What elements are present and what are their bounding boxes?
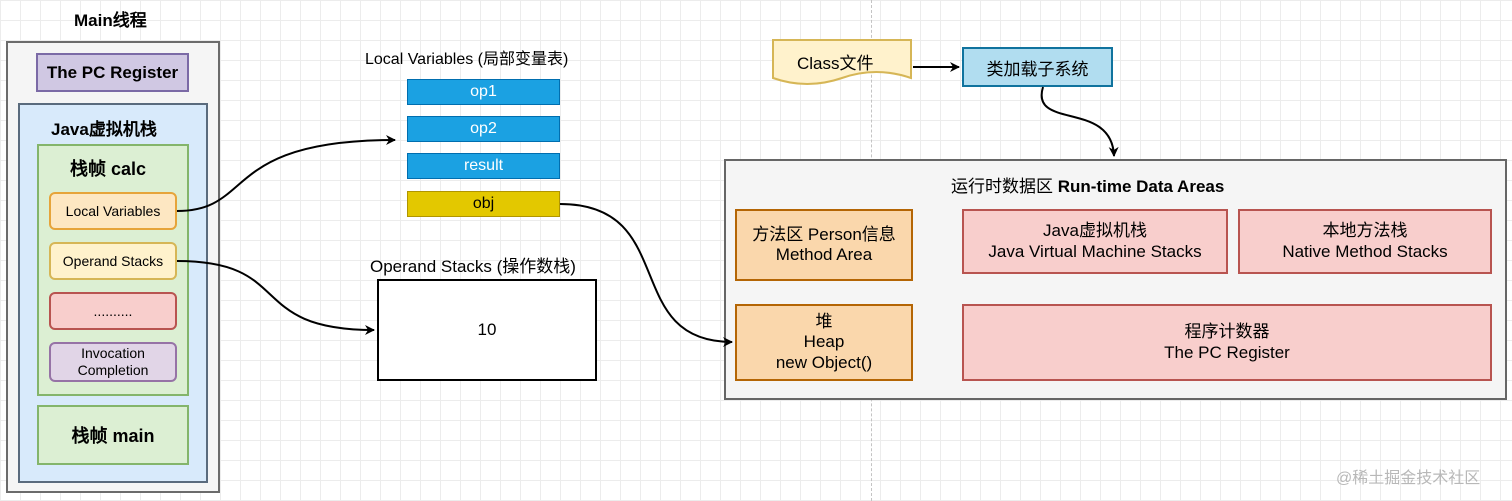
class-loader-box: 类加载子系统: [962, 47, 1113, 87]
method-area-en: Method Area: [775, 245, 873, 264]
arrow-local-variables-to-table: [176, 135, 396, 212]
heap-en: Heap: [803, 332, 845, 352]
runtime-pc-register-en: The PC Register: [1164, 342, 1290, 362]
frame-calc-title: 栈帧 calc: [70, 159, 147, 179]
arrow-operand-stacks-to-stack: [176, 260, 375, 335]
runtime-pc-register-box: 程序计数器 The PC Register: [962, 304, 1492, 381]
local-variables-box: Local Variables: [49, 192, 177, 230]
main-thread-title: Main线程: [74, 11, 147, 30]
native-stacks-cn: 本地方法栈: [1322, 221, 1408, 241]
jvm-stacks-en: Java Virtual Machine Stacks: [988, 241, 1202, 261]
arrow-loader-to-runtime: [1040, 86, 1119, 157]
runtime-pc-register-cn: 程序计数器: [1184, 322, 1270, 342]
heap-new-object: new Object(): [775, 352, 873, 372]
native-method-stacks-box: 本地方法栈 Native Method Stacks: [1238, 209, 1492, 274]
jvm-stack-title: Java虚拟机栈: [51, 120, 157, 139]
class-file-shape: [772, 39, 912, 85]
local-variables-table-title: Local Variables (局部变量表): [365, 51, 569, 68]
slot-obj: obj: [407, 191, 560, 217]
jvm-stacks-cn: Java虚拟机栈: [1043, 221, 1147, 241]
runtime-title-en: Run-time Data Areas: [1057, 177, 1225, 196]
arrow-obj-to-heap: [559, 203, 733, 347]
method-area-box: 方法区 Person信息 Method Area: [735, 209, 913, 281]
jvm-stacks-box: Java虚拟机栈 Java Virtual Machine Stacks: [962, 209, 1228, 274]
operand-stack-box: 10: [377, 279, 597, 381]
runtime-title-cn: 运行时数据区: [951, 177, 1053, 196]
pc-register-box: The PC Register: [36, 53, 189, 92]
runtime-title: 运行时数据区 Run-time Data Areas: [951, 172, 1224, 197]
slot-op2: op2: [407, 116, 560, 142]
watermark: @稀土掘金技术社区: [1336, 470, 1481, 487]
operand-stack-title: Operand Stacks (操作数栈): [370, 257, 576, 276]
native-stacks-en: Native Method Stacks: [1282, 241, 1448, 261]
slot-result: result: [407, 153, 560, 179]
invocation-line: Invocation: [81, 345, 145, 362]
operand-stacks-box: Operand Stacks: [49, 242, 177, 280]
slot-op1: op1: [407, 79, 560, 105]
method-area-cn: 方法区 Person信息: [752, 224, 896, 244]
completion-line: Completion: [77, 362, 149, 378]
heap-box: 堆 Heap new Object(): [735, 304, 913, 381]
ellipsis-box: ..........: [49, 292, 177, 330]
heap-cn: 堆: [815, 311, 833, 331]
frame-main-box: 栈帧 main: [37, 405, 189, 465]
invocation-completion-box: Invocation Completion: [49, 342, 177, 382]
class-file-label: Class文件: [797, 54, 874, 73]
